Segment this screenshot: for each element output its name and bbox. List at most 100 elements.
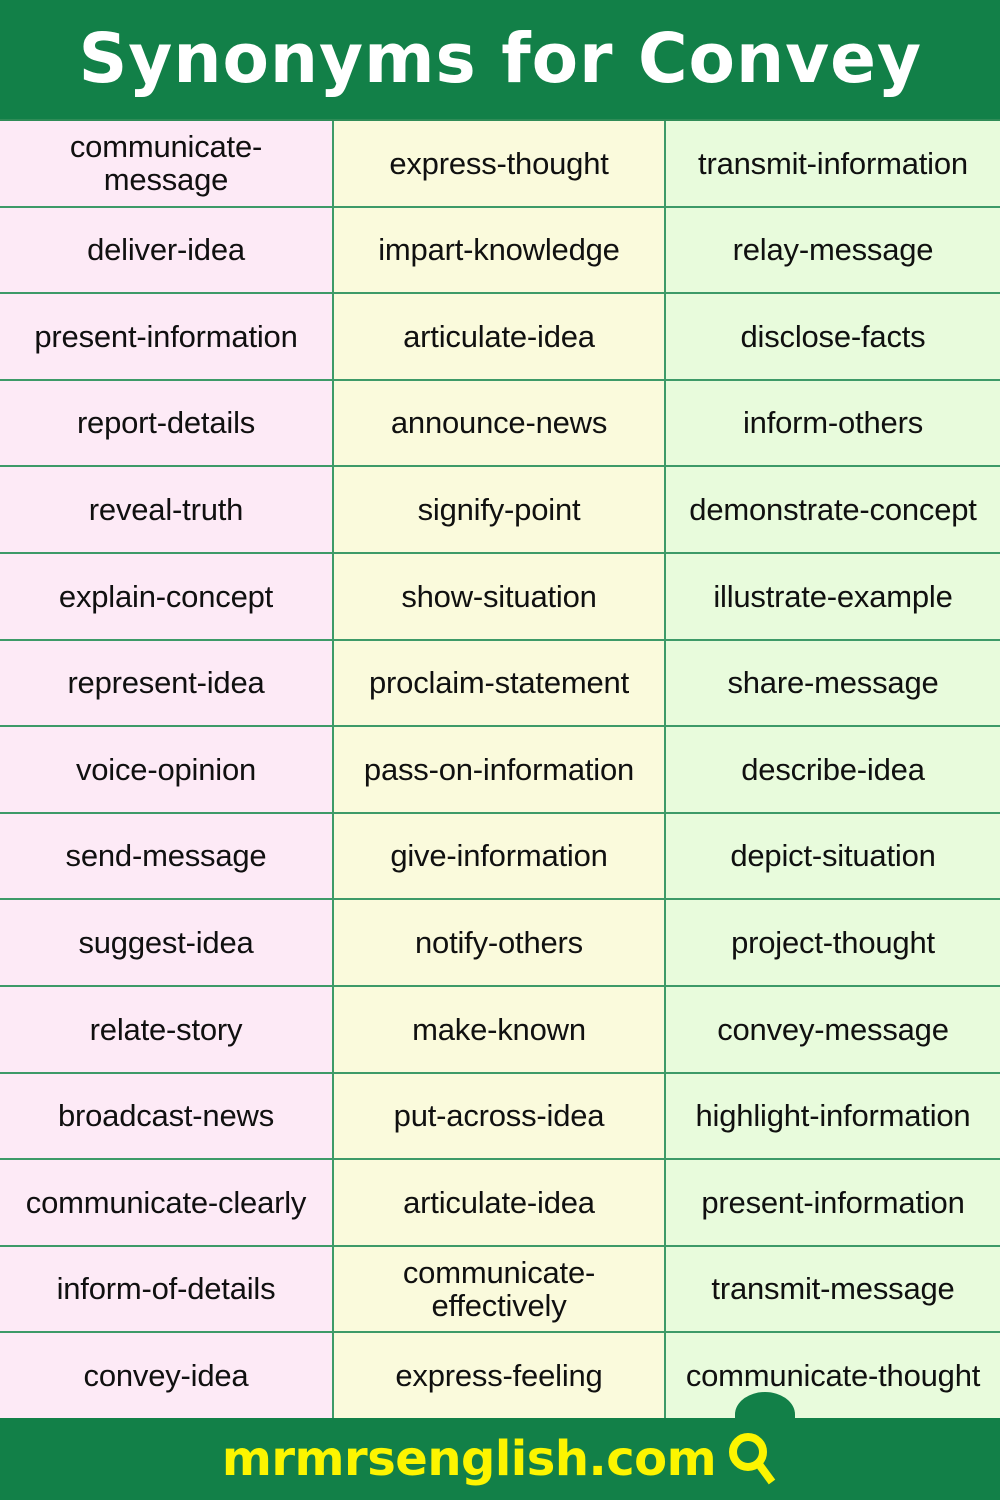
synonym-label: notify-others (415, 924, 583, 960)
synonym-cell: relate-story (0, 986, 334, 1072)
table-row: communicate-clearly articulate-idea presen… (0, 1160, 1000, 1247)
synonym-cell: present-information (666, 1160, 1000, 1245)
synonym-label: pass-on-information (363, 751, 635, 787)
synonym-cell: depict-situation (666, 813, 1000, 899)
synonym-cell: highlight-information (666, 1073, 1000, 1159)
poster-footer: mrmrsenglish.com (0, 1392, 1000, 1500)
synonym-cell: signify-point (334, 467, 666, 552)
synonym-label: communicate-message (69, 128, 263, 198)
synonym-cell: show-situation (334, 553, 666, 639)
synonym-cell: transmit-message (666, 1246, 1000, 1332)
synonym-label: inform-others (742, 405, 923, 441)
synonym-label: share-message (727, 665, 939, 701)
synonym-label: express-thought (389, 145, 609, 181)
synonym-cell: articulate-idea (334, 1160, 666, 1245)
synonym-label: report-details (76, 405, 256, 441)
synonyms-table: communicate-message express-thought transm… (0, 119, 1000, 1418)
table-row: deliver-idea impart-knowledge relay-messag… (0, 207, 1000, 295)
synonym-label: suggest-idea (78, 924, 254, 960)
synonym-cell: announce-news (334, 380, 666, 466)
synonym-cell: transmit-information (666, 121, 1000, 206)
synonym-label: deliver-idea (87, 232, 245, 268)
synonym-label: impart-knowledge (378, 232, 620, 268)
table-row: communicate-message express-thought transm… (0, 121, 1000, 208)
synonym-cell: articulate-idea (334, 294, 666, 379)
table-row: reveal-truth signify-point demonstrate-con… (0, 467, 1000, 554)
synonym-label: disclose-facts (740, 318, 926, 354)
synonym-label: communicate-clearly (25, 1184, 307, 1220)
synonym-cell: express-thought (334, 121, 666, 206)
synonym-cell: communicate-clearly (0, 1160, 334, 1245)
table-row: inform-of-details communicate-effectively… (0, 1246, 1000, 1334)
synonym-cell: represent-idea (0, 640, 334, 726)
synonym-cell: relay-message (666, 207, 1000, 293)
synonym-label: relay-message (732, 232, 934, 268)
synonym-label: project-thought (731, 924, 935, 960)
synonym-label: send-message (65, 838, 267, 874)
synonym-cell: give-information (334, 813, 666, 899)
table-row: suggest-idea notify-others project-thought (0, 900, 1000, 987)
synonym-label: illustrate-example (713, 578, 953, 614)
table-row: voice-opinion pass-on-information describe… (0, 727, 1000, 814)
synonym-cell: describe-idea (666, 727, 1000, 812)
poster-header: Synonyms for Convey (0, 0, 1000, 119)
synonym-cell: make-known (334, 986, 666, 1072)
synonym-label: communicate-effectively (402, 1254, 596, 1324)
synonym-label: relate-story (89, 1011, 243, 1047)
synonym-cell: communicate-effectively (334, 1246, 666, 1332)
synonym-cell: demonstrate-concept (666, 467, 1000, 552)
synonym-label: communicate-thought (685, 1357, 981, 1393)
table-row: convey-idea express-feeling communicate-th… (0, 1333, 1000, 1418)
synonym-cell: proclaim-statement (334, 640, 666, 726)
synonym-label: articulate-idea (403, 1184, 595, 1220)
synonym-cell: share-message (666, 640, 1000, 726)
website-url[interactable]: mrmrsenglish.com (221, 1431, 717, 1487)
synonym-label: highlight-information (695, 1098, 971, 1134)
synonym-cell: notify-others (334, 900, 666, 985)
synonym-cell: illustrate-example (666, 553, 1000, 639)
synonym-cell: present-information (0, 294, 334, 379)
synonym-label: broadcast-news (57, 1098, 275, 1134)
synonym-cell: express-feeling (334, 1333, 666, 1418)
synonym-cell: broadcast-news (0, 1073, 334, 1159)
synonym-label: show-situation (401, 578, 597, 614)
synonym-cell: communicate-message (0, 121, 334, 206)
synonym-label: express-feeling (395, 1357, 603, 1393)
synonym-label: signify-point (417, 491, 581, 527)
synonym-label: describe-idea (741, 751, 925, 787)
table-row: report-details announce-news inform-others (0, 380, 1000, 468)
synonym-cell: convey-idea (0, 1333, 334, 1418)
synonym-cell: explain-concept (0, 553, 334, 639)
synonym-cell: project-thought (666, 900, 1000, 985)
synonym-cell: communicate-thought (666, 1333, 1000, 1418)
synonym-cell: disclose-facts (666, 294, 1000, 379)
synonym-label: give-information (390, 838, 608, 874)
search-icon (729, 1433, 776, 1485)
synonym-cell: send-message (0, 813, 334, 899)
synonym-cell: inform-of-details (0, 1246, 334, 1332)
synonym-label: put-across-idea (393, 1098, 605, 1134)
synonym-label: reveal-truth (88, 491, 244, 527)
synonym-cell: pass-on-information (334, 727, 666, 812)
table-row: present-information articulate-idea disclo… (0, 294, 1000, 381)
table-row: explain-concept show-situation illustrate-… (0, 553, 1000, 641)
synonym-label: transmit-information (698, 145, 968, 181)
synonym-label: articulate-idea (403, 318, 595, 354)
synonym-label: voice-opinion (75, 751, 257, 787)
synonym-label: announce-news (390, 405, 608, 441)
synonym-label: present-information (34, 318, 298, 354)
synonym-cell: reveal-truth (0, 467, 334, 552)
synonym-cell: voice-opinion (0, 727, 334, 812)
table-row: broadcast-news put-across-idea highlight-i… (0, 1073, 1000, 1161)
synonym-label: depict-situation (730, 838, 936, 874)
synonym-label: inform-of-details (56, 1271, 276, 1307)
synonym-cell: put-across-idea (334, 1073, 666, 1159)
synonym-label: present-information (701, 1184, 965, 1220)
synonym-cell: suggest-idea (0, 900, 334, 985)
synonym-label: convey-idea (83, 1357, 249, 1393)
synonym-label: demonstrate-concept (689, 491, 977, 527)
synonym-cell: report-details (0, 380, 334, 466)
